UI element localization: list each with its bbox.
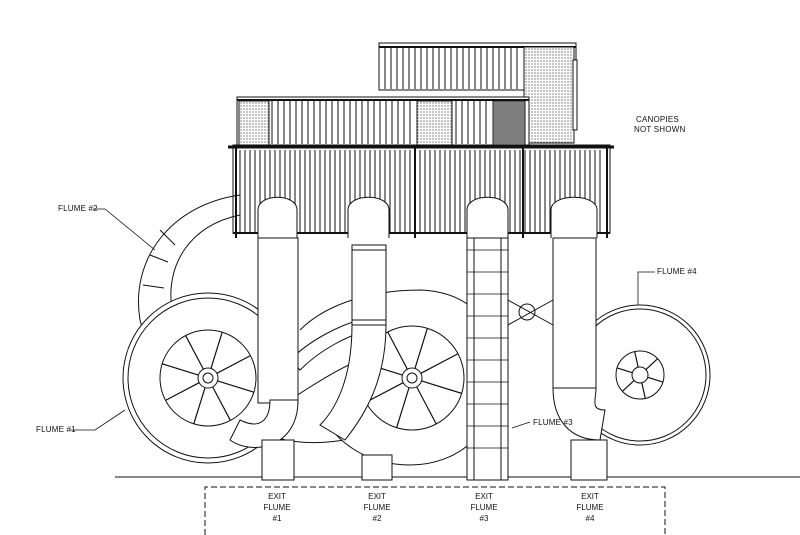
flume-1-tube xyxy=(229,196,299,481)
label-leaders xyxy=(70,208,655,431)
canopies-note-line1: CANOPIES xyxy=(636,115,679,124)
upper-deck xyxy=(378,42,578,144)
flume-2-label: FLUME #2 xyxy=(58,204,98,213)
flume-4-spokes xyxy=(616,351,664,399)
flume-1-label: FLUME #1 xyxy=(36,425,76,434)
flume-2-tube xyxy=(319,196,393,481)
flume-3-label: FLUME #3 xyxy=(533,418,573,427)
flume-4-tube xyxy=(550,196,608,481)
middle-deck xyxy=(236,96,530,146)
flume-4-label: FLUME #4 xyxy=(657,267,697,276)
exit-pool-outline xyxy=(204,486,666,535)
canopies-note-line2: NOT SHOWN xyxy=(634,125,686,134)
upper-deck-railing xyxy=(384,48,518,89)
flume-1-spokes xyxy=(161,331,255,425)
flume-3-rings xyxy=(467,249,508,449)
middle-deck-railing xyxy=(271,101,487,144)
flume-3-tube xyxy=(466,196,509,481)
flume-1-spiral xyxy=(122,292,294,464)
support-hub xyxy=(507,299,554,326)
